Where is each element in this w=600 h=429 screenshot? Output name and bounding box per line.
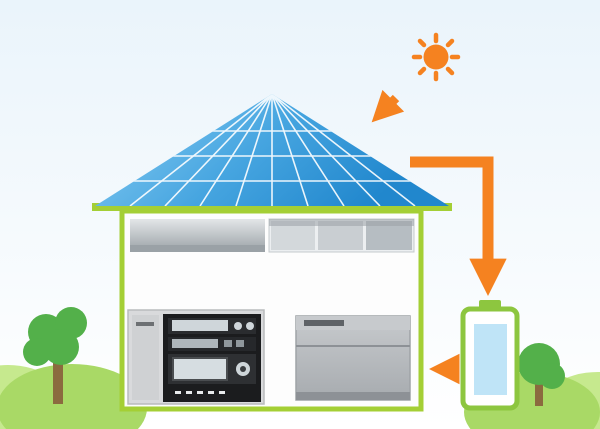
sun-ray: [417, 38, 427, 48]
roof-grid-line: [199, 94, 273, 206]
battery-charge-level: [474, 324, 507, 395]
display-screen: [172, 320, 228, 331]
base-vent: [175, 391, 181, 394]
bush-icon: [0, 364, 147, 429]
sun-rays: [411, 32, 461, 82]
cabinet-slot: [136, 322, 154, 326]
microwave-window: [172, 357, 228, 381]
panel-button: [224, 340, 232, 347]
base-vent: [208, 391, 214, 394]
base-vent: [186, 391, 192, 394]
roof-grid-line: [129, 94, 273, 206]
roof-grid-line: [271, 94, 345, 206]
control-knob: [246, 322, 254, 330]
roof-grid-line: [271, 94, 309, 206]
upper-windows: [268, 218, 415, 253]
range-hood-base: [130, 245, 265, 252]
sun-ray: [417, 66, 427, 76]
display-screen: [172, 339, 218, 348]
tree-foliage: [43, 329, 79, 365]
roof-grid-line: [271, 94, 416, 206]
microwave-dial-center: [240, 366, 246, 372]
sun-icon: [411, 32, 461, 82]
arrow-sunlight-to-roof: [371, 89, 405, 123]
control-knob: [234, 322, 242, 330]
tree-trunk: [53, 350, 63, 404]
tree-trunk: [535, 380, 543, 406]
dishwasher-appliance: [295, 315, 411, 401]
base-vent: [197, 391, 203, 394]
tree-foliage: [539, 363, 565, 389]
sun-ray: [445, 66, 455, 76]
dishwasher-handle: [304, 320, 344, 326]
roof-grid-line: [235, 94, 273, 206]
bush-left-group: [0, 364, 147, 429]
roof-grid-line: [164, 94, 273, 206]
sun-core: [423, 44, 449, 70]
window-shade: [269, 219, 414, 226]
base-vent: [219, 391, 225, 394]
storage-battery-icon: [460, 300, 520, 411]
cabinet-column: [132, 315, 159, 400]
tree-left: [23, 307, 87, 404]
kitchen-appliance-stack: [127, 309, 265, 405]
roof-eave: [92, 203, 452, 211]
sun-ray: [445, 38, 455, 48]
panel-button: [236, 340, 244, 347]
dishwasher-kick: [296, 392, 410, 400]
dishwasher-top: [296, 316, 410, 330]
arrow-roof-to-battery: [410, 156, 507, 296]
tree-right: [518, 343, 565, 406]
roof-grid-line: [271, 94, 381, 206]
tree-foliage: [23, 338, 51, 366]
